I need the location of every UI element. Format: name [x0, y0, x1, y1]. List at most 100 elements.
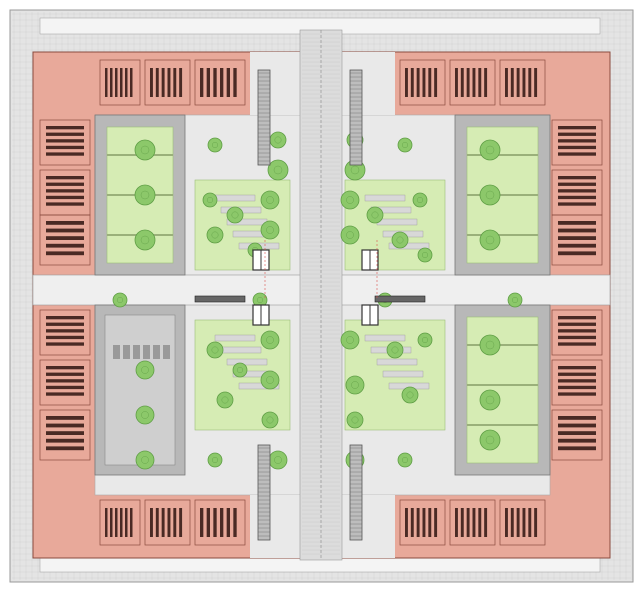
tree: [366, 206, 384, 224]
tree-canopy-ring: [141, 366, 149, 374]
stair-terrace: [220, 346, 262, 354]
seating-row: [558, 236, 596, 240]
seating-row: [213, 508, 217, 537]
seating-row: [120, 68, 123, 97]
tree-canopy-ring: [266, 376, 274, 384]
seating-row: [46, 152, 84, 156]
seating-row: [434, 68, 438, 97]
seating-row: [558, 132, 596, 136]
tree: [202, 192, 218, 208]
seating-row: [558, 202, 596, 206]
tree: [340, 225, 360, 245]
tree: [135, 360, 155, 380]
seating-row: [46, 431, 84, 435]
tree-canopy-ring: [211, 457, 218, 464]
stair-terrace: [376, 358, 418, 366]
tree-canopy-ring: [221, 396, 229, 404]
parked-car: [143, 345, 150, 359]
tree: [269, 131, 287, 149]
classroom: [551, 214, 603, 266]
tree-canopy-ring: [422, 337, 429, 344]
tree-canopy-ring: [485, 145, 495, 155]
seating-row: [173, 68, 177, 97]
bench: [374, 295, 426, 303]
lecture-room: [499, 59, 546, 106]
seating-row: [466, 508, 470, 537]
seating-row: [161, 508, 165, 537]
stair-terrace: [382, 370, 424, 378]
seating-row: [120, 508, 123, 537]
seating-row: [558, 366, 596, 370]
classroom: [39, 214, 91, 266]
seating-row: [455, 68, 458, 97]
seating-row: [410, 508, 414, 537]
tree: [340, 190, 360, 210]
seating-row: [528, 508, 532, 537]
classroom: [551, 119, 603, 166]
seating-row: [46, 221, 84, 225]
parking-area: [104, 314, 176, 466]
tree: [397, 452, 413, 468]
canopy-structure: [349, 69, 363, 166]
seating-row: [510, 68, 514, 97]
seating-row: [558, 329, 596, 333]
seating-row: [233, 68, 237, 97]
seating-row: [405, 68, 408, 97]
stair-terrace: [388, 242, 430, 250]
seating-row: [46, 446, 84, 451]
seating-row: [125, 68, 128, 97]
tree: [397, 137, 413, 153]
tree: [479, 429, 501, 451]
tree: [386, 341, 404, 359]
lecture-room: [399, 499, 446, 546]
tree: [479, 139, 501, 161]
seating-row: [484, 508, 488, 537]
seating-row: [472, 68, 476, 97]
seating-row: [416, 508, 420, 537]
seating-row: [428, 508, 432, 537]
tree-canopy-ring: [371, 211, 379, 219]
seating-row: [558, 139, 596, 143]
lecture-room: [399, 59, 446, 106]
seating-row: [405, 508, 408, 537]
seating-row: [125, 508, 128, 537]
tree: [206, 226, 224, 244]
seating-row: [558, 195, 596, 200]
tree: [135, 450, 155, 470]
seating-row: [558, 446, 596, 451]
seating-row: [46, 385, 84, 390]
seating-row: [558, 431, 596, 435]
lecture-room: [449, 499, 496, 546]
tree: [479, 334, 501, 356]
seating-row: [558, 189, 596, 193]
seating-row: [226, 508, 230, 537]
tree-canopy-ring: [266, 416, 274, 424]
seating-row: [558, 176, 596, 180]
tree: [346, 411, 364, 429]
tree-canopy-ring: [274, 456, 282, 464]
seating-row: [233, 508, 237, 537]
seating-row: [46, 322, 84, 326]
lecture-room: [99, 499, 141, 546]
tree-canopy-ring: [512, 297, 519, 304]
tree: [412, 192, 428, 208]
lecture-room: [499, 499, 546, 546]
seating-row: [155, 508, 159, 537]
tree-canopy-ring: [140, 145, 150, 155]
tree-canopy-ring: [211, 231, 219, 239]
tree-canopy-ring: [406, 391, 414, 399]
seating-row: [558, 126, 596, 130]
tree: [260, 370, 280, 390]
stair-terrace: [364, 334, 406, 342]
seating-row: [46, 189, 84, 193]
tree: [417, 332, 433, 348]
tree: [507, 292, 523, 308]
tree: [207, 452, 223, 468]
tree-canopy-ring: [236, 367, 243, 374]
seating-row: [558, 416, 596, 420]
tree-canopy-ring: [391, 346, 399, 354]
lecture-room: [144, 59, 191, 106]
tree-canopy-ring: [402, 457, 409, 464]
seating-row: [478, 508, 482, 537]
